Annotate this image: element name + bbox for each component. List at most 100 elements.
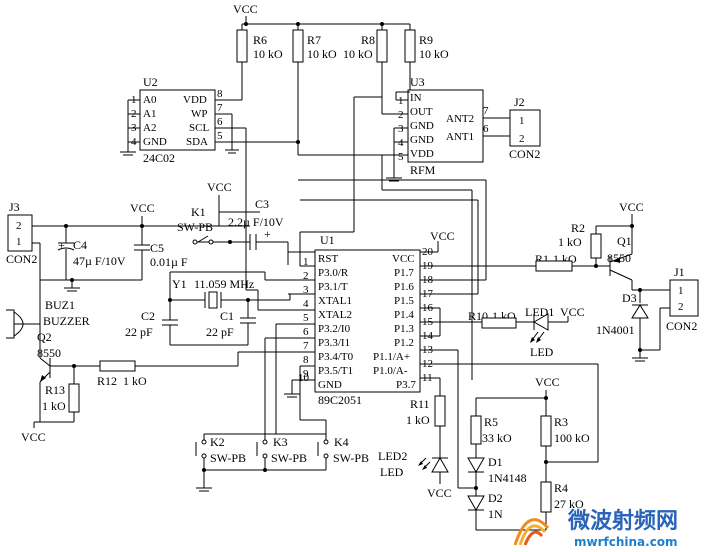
svg-text:P3.7: P3.7 (396, 379, 416, 391)
svg-text:1: 1 (678, 285, 684, 297)
vcc-label-top: VCC (233, 2, 258, 16)
d3-ref: D3 (622, 291, 637, 305)
svg-text:3: 3 (303, 284, 309, 296)
svg-text:+: + (58, 238, 65, 252)
svg-text:8: 8 (217, 88, 223, 100)
diode-d2 (467, 495, 485, 512)
svg-text:XTAL2: XTAL2 (318, 309, 352, 321)
d1-ref: D1 (488, 455, 503, 469)
c3-value: 2.2µ F/10V (228, 215, 284, 229)
u3-part: RFM (410, 163, 436, 177)
svg-text:P1.3: P1.3 (394, 323, 414, 335)
watermark-logo-icon (513, 518, 550, 546)
c5-ref: C5 (150, 241, 164, 255)
vcc-label-q2: VCC (21, 430, 46, 444)
resistor-r8 (376, 29, 388, 63)
r2-value: 1 kO (558, 235, 582, 249)
svg-text:P3.1/T: P3.1/T (318, 281, 348, 293)
svg-text:SW-PB: SW-PB (333, 451, 369, 465)
svg-text:2: 2 (678, 301, 684, 313)
svg-text:9: 9 (303, 368, 309, 380)
d2-ref: D2 (488, 491, 503, 505)
relay-driver-stage: R1 1 kO R2 1 kO VCC Q1 8550 D3 1N4001 (535, 200, 699, 362)
svg-text:P3.2/I0: P3.2/I0 (318, 323, 351, 335)
switch-k4: K4 SW-PB (317, 434, 369, 470)
u3-pin-ant1: ANT1 (446, 131, 474, 143)
site-watermark: 微波射频网 mwrfchina.com (513, 508, 678, 549)
resistor-r1 (535, 260, 573, 272)
u3-pin-in: IN (410, 92, 422, 104)
u2-pin-vdd: VDD (183, 94, 207, 106)
j2-part: CON2 (509, 147, 540, 161)
svg-text:P1.6: P1.6 (394, 281, 414, 293)
r13-value: 1 kO (42, 399, 66, 413)
r9-value: 10 kO (419, 47, 449, 61)
svg-text:P1.5: P1.5 (394, 295, 414, 307)
q1-part: 8550 (607, 251, 631, 265)
svg-text:K2: K2 (210, 435, 225, 449)
svg-text:3: 3 (398, 123, 404, 135)
resistor-r5 (470, 415, 482, 445)
resistor-r9 (404, 29, 416, 63)
svg-text:6: 6 (483, 123, 489, 135)
svg-text:4: 4 (398, 137, 404, 149)
r11-value: 1 kO (406, 413, 430, 427)
watermark-url: mwrfchina.com (574, 535, 678, 549)
u3-pin-vdd: VDD (410, 148, 434, 160)
svg-text:P3.5/T1: P3.5/T1 (318, 365, 353, 377)
svg-text:6: 6 (303, 326, 309, 338)
power-input-section: J3 2 1 CON2 VCC + C4 47µ F/10V C5 0.01µ … (6, 200, 250, 292)
svg-text:2: 2 (16, 220, 22, 232)
c2-value: 22 pF (125, 325, 153, 339)
r12-ref: R12 (97, 374, 117, 388)
svg-text:P1.4: P1.4 (394, 309, 414, 321)
d1-part: 1N4148 (488, 471, 527, 485)
u3-pin-ant2: ANT2 (446, 113, 474, 125)
resistor-r6 (236, 29, 248, 63)
r12-value: 1 kO (123, 374, 147, 388)
r4-ref: R4 (554, 481, 568, 495)
r8-value: 10 kO (343, 47, 373, 61)
resistor-r7 (292, 29, 304, 63)
r8-ref: R8 (361, 33, 375, 47)
resistor-r12 (99, 360, 136, 372)
key-switches: K2 SW-PB K3 SW-PB K4 SW-PB (195, 433, 369, 492)
j3-ref: J3 (9, 200, 20, 214)
connector-j2: J2 1 2 CON2 (500, 95, 541, 161)
resistor-r4 (540, 481, 552, 513)
u3-ref: U3 (410, 75, 425, 89)
q1-ref: Q1 (617, 234, 632, 248)
u3-pin-gnd2: GND (410, 134, 434, 146)
vcc-label-led2: VCC (427, 486, 452, 500)
j3-part: CON2 (6, 252, 37, 266)
svg-text:P1.1/A+: P1.1/A+ (373, 351, 410, 363)
u2-pin-gnd: GND (143, 136, 167, 148)
svg-text:P1.7: P1.7 (394, 267, 414, 279)
svg-text:1: 1 (398, 95, 404, 107)
u1-part: 89C2051 (318, 393, 362, 407)
d2-part: 1N (488, 507, 503, 521)
pullup-resistor-bank: VCC R6 10 kO R7 10 kO R8 10 kO R9 10 kO (233, 2, 449, 155)
q2-ref: Q2 (37, 330, 52, 344)
c1-ref: C1 (220, 309, 234, 323)
resistor-r3 (540, 415, 552, 447)
resistor-r2 (590, 233, 602, 259)
svg-text:P3.3/I1: P3.3/I1 (318, 337, 350, 349)
svg-text:5: 5 (303, 312, 309, 324)
buz1-part: BUZZER (43, 314, 90, 328)
crystal-y1-body (208, 291, 218, 309)
r9-ref: R9 (419, 33, 433, 47)
voltage-sense-network: VCC R5 33 kO D1 1N4148 D2 1N R3 100 kO R… (458, 375, 598, 531)
y1-value: 11.059 MHz (194, 277, 254, 291)
c4-value: 47µ F/10V (73, 254, 126, 268)
resistor-r11 (434, 395, 446, 427)
vcc-label-led1: VCC (560, 305, 585, 319)
u1-ref: U1 (320, 233, 335, 247)
j3-body (7, 214, 33, 252)
ic-u3-rf-module: U3 RFM IN OUT GND GND VDD 1 2 3 4 5 ANT2… (298, 75, 500, 380)
svg-text:P1.2: P1.2 (394, 337, 414, 349)
u3-body (407, 89, 484, 163)
u2-body (139, 89, 216, 151)
resistor-r13 (68, 383, 80, 413)
svg-text:2: 2 (519, 133, 525, 145)
